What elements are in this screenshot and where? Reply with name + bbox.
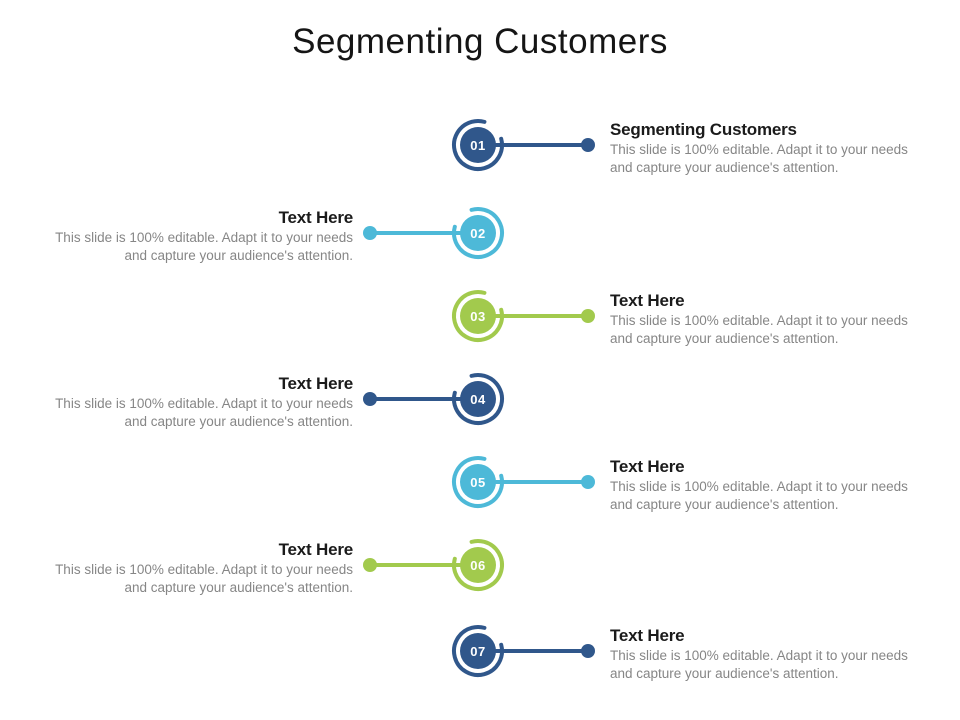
number-circle: 07 xyxy=(460,633,496,669)
open-ring-icon xyxy=(452,539,504,591)
item-heading: Text Here xyxy=(610,291,685,310)
connector-end-dot xyxy=(581,138,595,152)
connector-end-dot xyxy=(581,644,595,658)
item-description: This slide is 100% editable. Adapt it to… xyxy=(610,313,908,346)
connector-line xyxy=(370,397,464,401)
item-text-block: Text Here This slide is 100% editable. A… xyxy=(53,373,353,430)
item-number: 06 xyxy=(470,557,486,573)
connector-end-dot xyxy=(581,475,595,489)
item-number: 05 xyxy=(470,474,486,490)
connector-line xyxy=(488,649,588,653)
item-heading: Segmenting Customers xyxy=(610,120,797,139)
item-number: 07 xyxy=(470,643,486,659)
item-number: 02 xyxy=(470,225,486,241)
connector-line xyxy=(370,563,464,567)
connector-end-dot xyxy=(581,309,595,323)
item-heading: Text Here xyxy=(278,540,354,559)
open-ring-icon xyxy=(452,119,504,171)
number-badge: 05 xyxy=(448,452,508,512)
item-description: This slide is 100% editable. Adapt it to… xyxy=(610,142,908,175)
number-badge: 03 xyxy=(448,286,508,346)
item-number: 04 xyxy=(470,391,486,407)
connector-line xyxy=(488,314,588,318)
number-badge: 04 xyxy=(448,369,508,429)
number-circle: 01 xyxy=(460,127,496,163)
slide-title: Segmenting Customers xyxy=(292,22,668,61)
number-badge: 01 xyxy=(448,115,508,175)
connector-end-dot xyxy=(363,558,377,572)
item-text-block: Segmenting Customers This slide is 100% … xyxy=(610,119,910,176)
number-circle: 02 xyxy=(460,215,496,251)
item-description: This slide is 100% editable. Adapt it to… xyxy=(55,230,353,263)
item-heading: Text Here xyxy=(278,374,354,393)
connector-line xyxy=(488,480,588,484)
item-description: This slide is 100% editable. Adapt it to… xyxy=(55,562,353,595)
item-text-block: Text Here This slide is 100% editable. A… xyxy=(610,625,910,682)
open-ring-icon xyxy=(452,625,504,677)
item-description: This slide is 100% editable. Adapt it to… xyxy=(610,648,908,681)
open-ring-icon xyxy=(452,290,504,342)
item-text-block: Text Here This slide is 100% editable. A… xyxy=(53,207,353,264)
item-text-block: Text Here This slide is 100% editable. A… xyxy=(53,539,353,596)
item-text-block: Text Here This slide is 100% editable. A… xyxy=(610,456,910,513)
item-number: 01 xyxy=(470,137,486,153)
item-heading: Text Here xyxy=(610,626,685,645)
item-description: This slide is 100% editable. Adapt it to… xyxy=(55,396,353,429)
number-circle: 03 xyxy=(460,298,496,334)
number-badge: 06 xyxy=(448,535,508,595)
item-heading: Text Here xyxy=(278,208,354,227)
number-circle: 05 xyxy=(460,464,496,500)
number-circle: 04 xyxy=(460,381,496,417)
connector-line xyxy=(488,143,588,147)
connector-line xyxy=(370,231,464,235)
connector-end-dot xyxy=(363,226,377,240)
number-badge: 02 xyxy=(448,203,508,263)
open-ring-icon xyxy=(452,207,504,259)
item-description: This slide is 100% editable. Adapt it to… xyxy=(610,479,908,512)
number-badge: 07 xyxy=(448,621,508,681)
open-ring-icon xyxy=(452,373,504,425)
item-heading: Text Here xyxy=(610,457,685,476)
item-text-block: Text Here This slide is 100% editable. A… xyxy=(610,290,910,347)
item-number: 03 xyxy=(470,308,486,324)
connector-end-dot xyxy=(363,392,377,406)
open-ring-icon xyxy=(452,456,504,508)
number-circle: 06 xyxy=(460,547,496,583)
